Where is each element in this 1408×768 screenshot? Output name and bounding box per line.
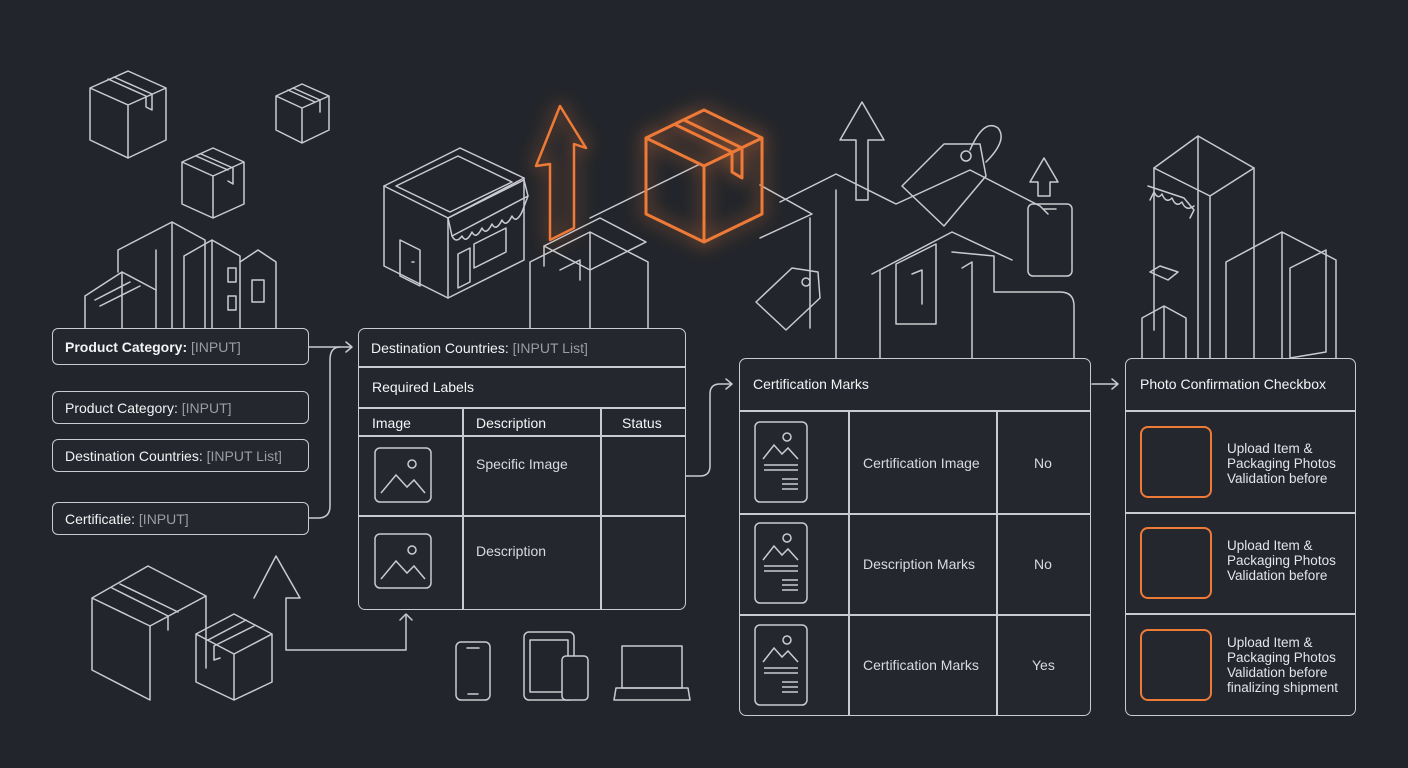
- destination-countries-field[interactable]: Destination Countries: [INPUT List]: [52, 439, 309, 472]
- panel-title: Required Labels: [372, 379, 474, 395]
- price-tag-icon: [901, 124, 1002, 227]
- product-category-field-top[interactable]: Product Category: [INPUT]: [52, 328, 309, 365]
- field-label: Destination Countries:: [371, 339, 509, 356]
- required-labels-panel: Destination Countries: [INPUT List] Requ…: [358, 328, 686, 610]
- smartphone-icon: [455, 641, 491, 701]
- column-divider: [848, 410, 850, 715]
- field-label: Product Category:: [65, 399, 178, 416]
- highlighted-package-icon: [644, 108, 764, 244]
- package-box-icon: [91, 565, 273, 701]
- up-arrow-icon: [839, 101, 885, 201]
- field-placeholder: [INPUT]: [181, 399, 232, 416]
- buildings-icon: [1141, 135, 1337, 359]
- divider: [359, 366, 685, 368]
- document-image-icon: [754, 421, 808, 503]
- row-name: Certification Image: [863, 455, 980, 471]
- row-divider: [359, 515, 685, 517]
- package-box-icon: [89, 70, 167, 159]
- field-label: Product Category:: [65, 338, 188, 355]
- destination-countries-input[interactable]: Destination Countries: [INPUT List]: [359, 329, 684, 366]
- label-line: Upload Item &: [1227, 635, 1313, 650]
- photo-checkbox[interactable]: [1140, 629, 1212, 701]
- row-name: Certification Marks: [863, 657, 979, 673]
- panel-title: Photo Confirmation Checkbox: [1140, 376, 1326, 392]
- tablet-icon: [523, 631, 589, 701]
- storefront-icon: [383, 147, 529, 299]
- row-divider: [1126, 613, 1355, 615]
- photo-checkbox[interactable]: [1140, 426, 1212, 498]
- row-divider: [1126, 512, 1355, 514]
- label-line: Packaging Photos: [1227, 456, 1336, 471]
- checkbox-label: Upload Item & Packaging Photos Validatio…: [1227, 635, 1338, 695]
- buildings-icon: [779, 169, 1075, 359]
- label-line: Packaging Photos: [1227, 553, 1336, 568]
- row-description: Specific Image: [476, 456, 568, 472]
- label-line: finalizing shipment: [1227, 680, 1339, 695]
- row-value: No: [1034, 556, 1052, 572]
- label-line: Upload Item &: [1227, 538, 1313, 553]
- row-name: Description Marks: [863, 556, 976, 572]
- image-placeholder-icon: [374, 533, 432, 589]
- divider: [359, 407, 685, 409]
- certification-marks-panel: Certification Marks Certification Image …: [739, 358, 1091, 716]
- field-placeholder: [INPUT]: [191, 338, 241, 355]
- product-category-field[interactable]: Product Category: [INPUT]: [52, 391, 309, 424]
- divider: [740, 410, 1090, 412]
- laptop-icon: [613, 645, 691, 701]
- row-value: No: [1034, 455, 1052, 471]
- column-divider: [996, 410, 998, 715]
- smartphone-icon: [1027, 203, 1073, 277]
- photo-checkbox[interactable]: [1140, 527, 1212, 599]
- checkbox-label: Upload Item & Packaging Photos Validatio…: [1227, 441, 1336, 486]
- field-placeholder: [INPUT]: [138, 510, 189, 527]
- up-arrow-icon: [1029, 157, 1059, 197]
- divider: [1126, 410, 1355, 412]
- photo-confirmation-panel: Photo Confirmation Checkbox Upload Item …: [1125, 358, 1356, 716]
- label-line: Validation before: [1227, 568, 1328, 583]
- package-box-icon: [181, 147, 245, 219]
- row-description: Description: [476, 543, 547, 559]
- package-box-icon: [275, 83, 330, 144]
- buildings-icon: [529, 217, 649, 329]
- image-placeholder-icon: [374, 447, 432, 503]
- column-header-description: Description: [476, 415, 547, 431]
- document-image-icon: [754, 522, 808, 604]
- column-header-status: Status: [622, 415, 662, 431]
- certificate-field[interactable]: Certificatie: [INPUT]: [52, 502, 309, 535]
- row-value: Yes: [1032, 657, 1055, 673]
- up-arrow-icon: [534, 104, 588, 242]
- field-label: Certificatie:: [65, 510, 136, 527]
- divider: [359, 435, 685, 437]
- up-arrow-icon: [253, 555, 407, 651]
- field-placeholder: [INPUT List]: [512, 339, 588, 356]
- document-image-icon: [754, 624, 808, 706]
- label-line: Packaging Photos: [1227, 650, 1336, 665]
- row-divider: [740, 614, 1090, 616]
- field-placeholder: [INPUT List]: [206, 447, 282, 464]
- checkbox-label: Upload Item & Packaging Photos Validatio…: [1227, 538, 1336, 583]
- row-divider: [740, 513, 1090, 515]
- price-tag-icon: [755, 267, 821, 331]
- column-divider: [462, 407, 464, 609]
- field-label: Destination Countries:: [65, 447, 203, 464]
- panel-title: Certification Marks: [753, 376, 869, 392]
- label-line: Validation before: [1227, 665, 1328, 680]
- column-header-image: Image: [372, 415, 411, 431]
- column-divider: [600, 407, 602, 609]
- buildings-icon: [84, 221, 277, 329]
- label-line: Upload Item &: [1227, 441, 1313, 456]
- label-line: Validation before: [1227, 471, 1328, 486]
